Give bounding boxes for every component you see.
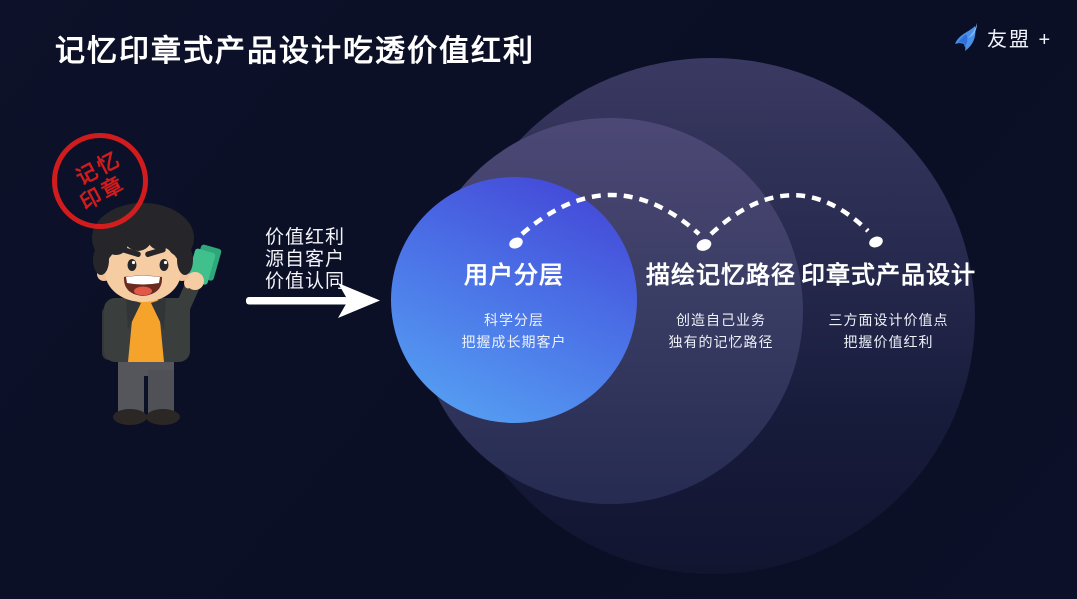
section-subline: 把握价值红利 bbox=[843, 334, 934, 350]
section-subline: 创造自己业务 bbox=[676, 312, 766, 328]
section-heading: 用户分层 bbox=[464, 262, 564, 289]
brand-logo-text: 友盟 + bbox=[987, 28, 1053, 51]
character-body bbox=[102, 244, 222, 425]
section-subline: 三方面设计价值点 bbox=[828, 312, 949, 328]
section-user-segmentation: 用户分层 科学分层 把握成长期客户 bbox=[414, 255, 614, 353]
character-head bbox=[92, 203, 194, 302]
section-stamp-product-design: 印章式产品设计 三方面设计价值点 把握价值红利 bbox=[776, 255, 1001, 353]
section-heading: 描绘记忆路径 bbox=[646, 262, 796, 289]
section-subline: 科学分层 bbox=[484, 312, 544, 328]
slide-title: 记忆印章式产品设计吃透价值红利 bbox=[55, 35, 535, 68]
section-subline: 独有的记忆路径 bbox=[668, 334, 774, 350]
intro-line-1: 价值红利 bbox=[265, 227, 346, 248]
section-memory-path: 描绘记忆路径 创造自己业务 独有的记忆路径 bbox=[621, 255, 821, 353]
intro-text: 价值红利 源自客户 价值认同 bbox=[265, 227, 345, 293]
section-heading: 印章式产品设计 bbox=[801, 262, 976, 289]
intro-line-3: 价值认同 bbox=[265, 271, 346, 292]
intro-line-2: 源自客户 bbox=[265, 249, 346, 270]
brand-logo: 友盟 + bbox=[950, 22, 1052, 52]
umeng-bird-icon bbox=[950, 22, 980, 52]
section-subline: 把握成长期客户 bbox=[461, 334, 567, 350]
businessman-illustration bbox=[78, 188, 238, 438]
